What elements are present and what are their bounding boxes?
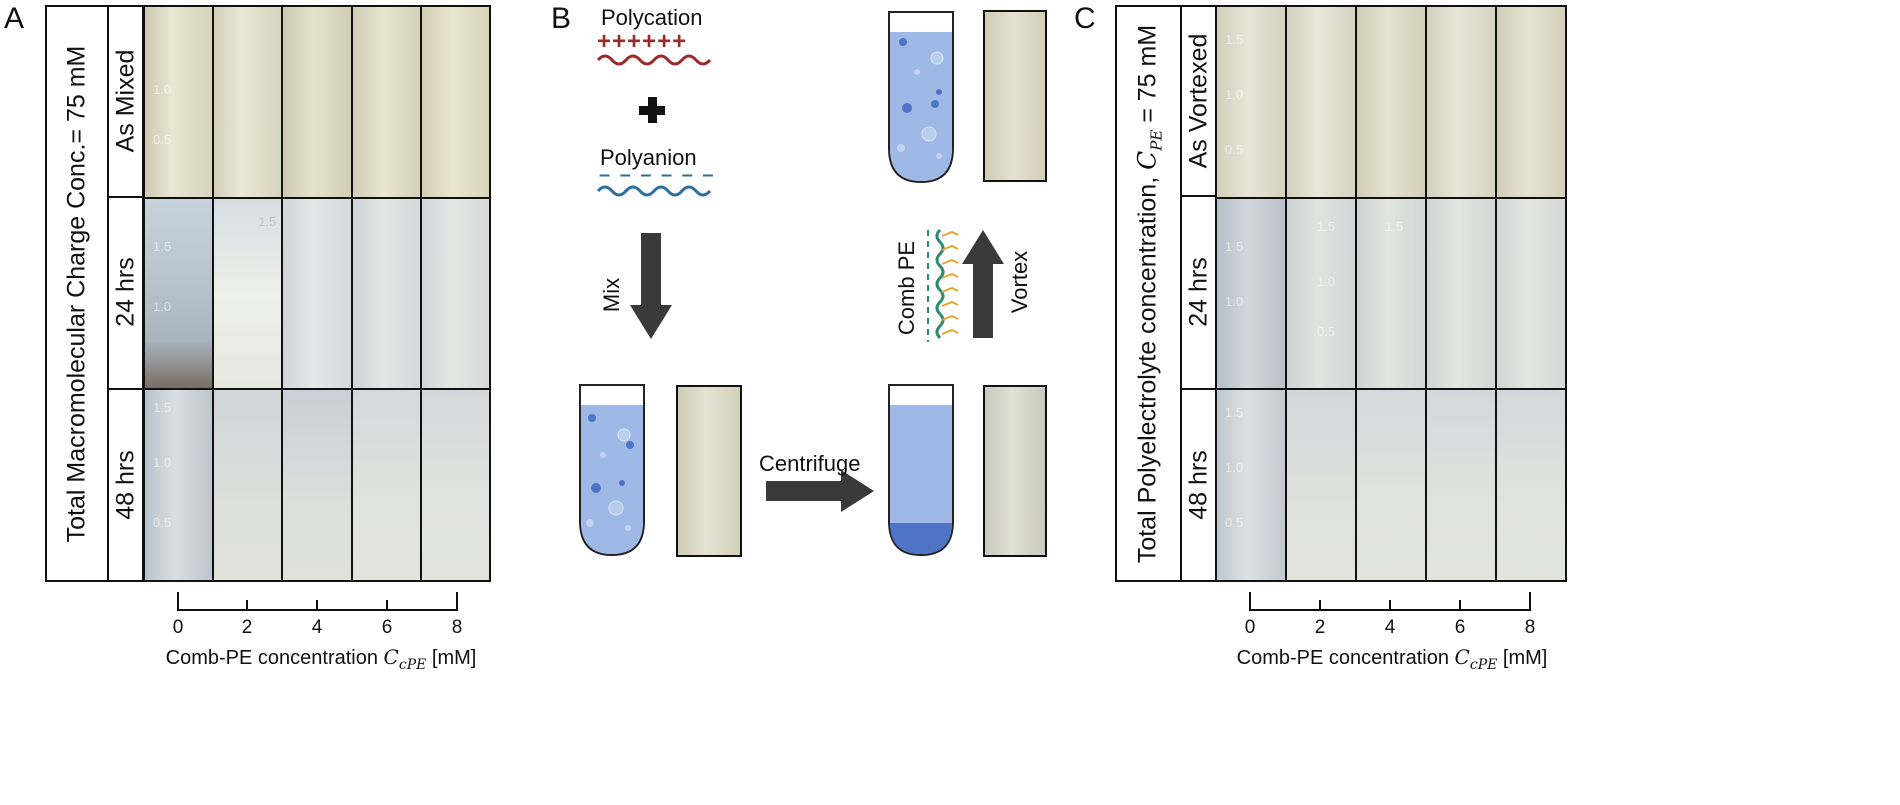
vial-photo xyxy=(283,390,353,580)
mix-arrow-down-icon xyxy=(630,233,672,339)
panel-b-letter: B xyxy=(551,2,572,35)
polycation-label: Polycation xyxy=(601,5,703,30)
panel-c-row-divider-2 xyxy=(1180,388,1217,390)
panel-c-label-frame xyxy=(1115,5,1182,582)
panel-a-row-divider-2 xyxy=(107,388,144,390)
vial-photo: 1.5 xyxy=(214,198,284,389)
vortexed-tube-schematic xyxy=(888,11,954,184)
vial-photo xyxy=(352,198,422,389)
vial-photo xyxy=(352,390,422,580)
mixed-tube-schematic xyxy=(579,384,645,557)
vial-photo xyxy=(1497,7,1565,197)
panel-a-tick-6: 6 xyxy=(381,617,393,638)
vial-photo xyxy=(1287,390,1357,580)
vial-photo xyxy=(1357,390,1427,580)
centrifuged-tube-schematic xyxy=(888,384,954,557)
panel-c-letter: C xyxy=(1074,2,1096,35)
vial-photo xyxy=(1427,390,1497,580)
vial-photo xyxy=(1497,198,1565,389)
polycation-charges: ++++++ xyxy=(597,28,688,55)
comb-pe-icon xyxy=(927,228,959,342)
polyanion-chain xyxy=(596,185,712,197)
vial-photo xyxy=(421,198,489,389)
vial-photo xyxy=(1427,7,1497,197)
centrifuge-label: Centrifuge xyxy=(759,451,861,476)
vial-photo xyxy=(1497,390,1565,580)
panel-a-x-axis-label: Comb-PE concentration CcPE [mM] xyxy=(165,645,477,673)
panel-a-tick-8: 8 xyxy=(451,617,463,638)
panel-c-x-axis-label: Comb-PE concentration CcPE [mM] xyxy=(1236,645,1548,673)
vial-photo xyxy=(214,390,284,580)
vial-photo xyxy=(1357,7,1427,197)
polycation-chain xyxy=(596,54,712,66)
vortexed-vial-photo xyxy=(983,10,1047,182)
polyanion-charges: – – – – – – xyxy=(599,164,716,186)
panel-c-tick-0: 0 xyxy=(1244,617,1256,638)
vortex-arrow-up-icon xyxy=(962,230,1004,338)
vial-photo xyxy=(1287,7,1357,197)
panel-c-tick-6: 6 xyxy=(1454,617,1466,638)
vial-photo xyxy=(352,7,422,197)
panel-c-tick-4: 4 xyxy=(1384,617,1396,638)
panel-a-tick-2: 2 xyxy=(241,617,253,638)
centrifuged-vial-photo xyxy=(983,385,1047,557)
panel-a-letter: A xyxy=(4,2,25,35)
plus-icon xyxy=(639,97,665,123)
mixed-vial-photo xyxy=(676,385,742,557)
vial-photo xyxy=(283,7,353,197)
panel-c-tick-8: 8 xyxy=(1524,617,1536,638)
panel-c-tick-2: 2 xyxy=(1314,617,1326,638)
vial-photo xyxy=(421,390,489,580)
vial-photo xyxy=(214,7,284,197)
panel-c-row-divider-1 xyxy=(1180,195,1217,197)
polyanion-label: Polyanion xyxy=(600,145,697,170)
panel-a-row-divider-1 xyxy=(107,196,144,198)
panel-a-tick-4: 4 xyxy=(311,617,323,638)
centrifuge-arrow-right-icon xyxy=(766,470,874,512)
vial-photo xyxy=(283,198,353,389)
panel-a-row-label-frame xyxy=(107,5,144,582)
vial-photo xyxy=(1427,198,1497,389)
panel-a-tick-0: 0 xyxy=(172,617,184,638)
vial-photo xyxy=(421,7,489,197)
vial-photo: 1.5 xyxy=(1357,198,1427,389)
